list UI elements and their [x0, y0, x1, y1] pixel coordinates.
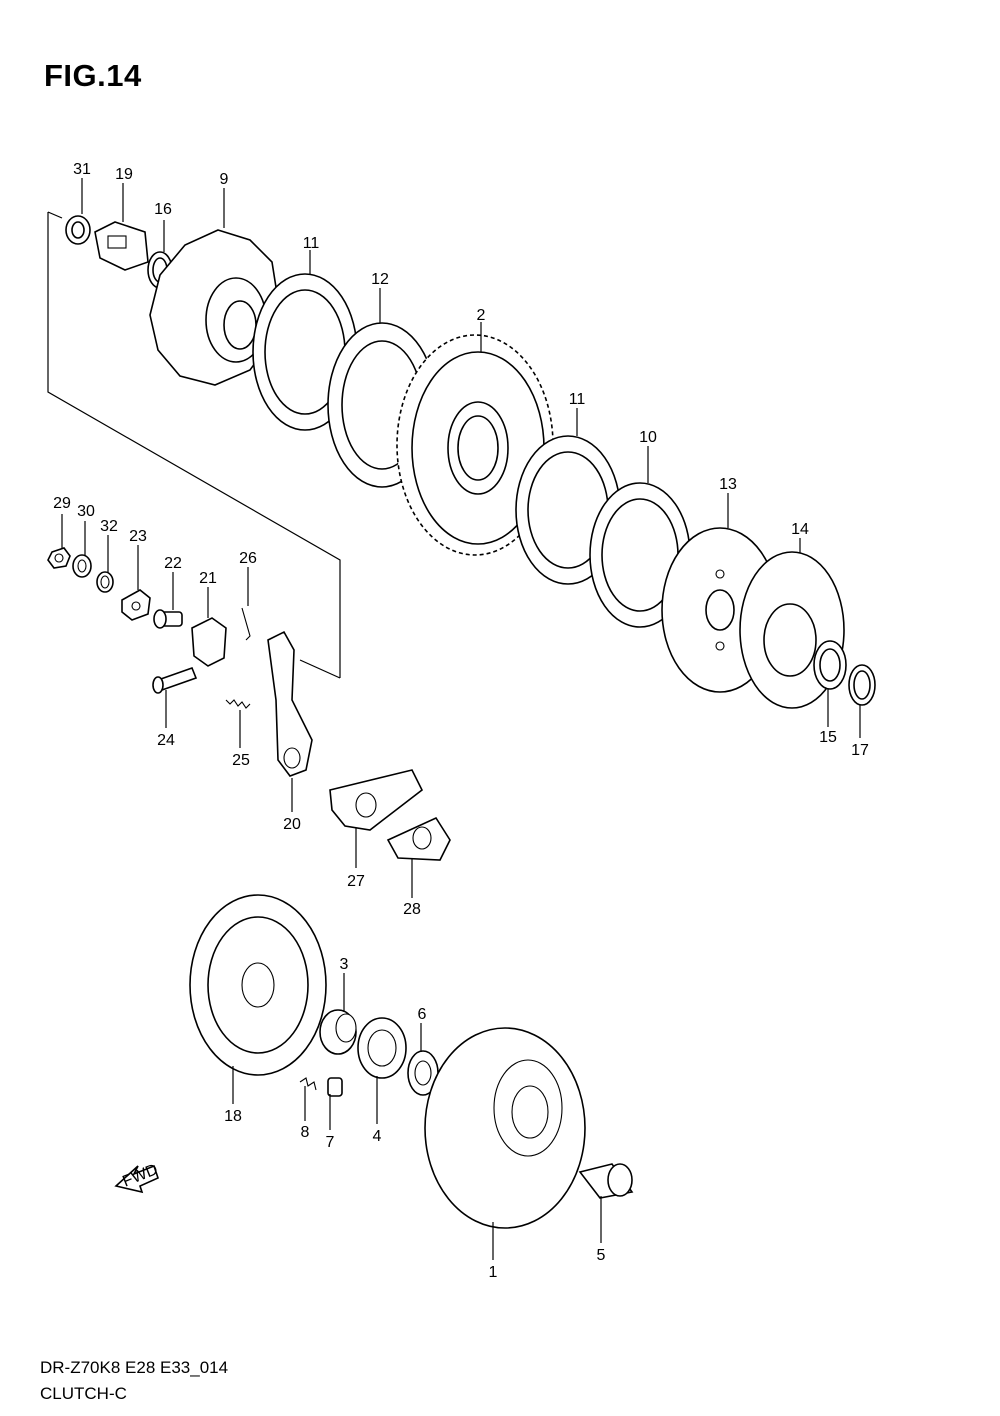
callout-7: 7	[326, 1134, 335, 1151]
part-1-clutch-housing	[424, 1027, 586, 1229]
part-17-circlip	[848, 664, 876, 706]
callout-labels: 31 19 9 16 11 12 2 11 10 13 14 15 17 29 …	[53, 161, 869, 1281]
part-27-cam-plate	[329, 769, 424, 831]
part-7-roller	[327, 1077, 343, 1097]
part-22-bolt	[153, 609, 183, 629]
part-18-clutch-shoe-assembly	[189, 894, 327, 1076]
callout-12: 12	[371, 271, 389, 288]
callout-5: 5	[597, 1247, 606, 1264]
diagram-code: DR-Z70K8 E28 E33_014	[40, 1358, 229, 1377]
callout-6: 6	[418, 1006, 427, 1023]
part-31-bearing	[65, 215, 91, 245]
callout-30: 30	[77, 503, 95, 520]
part-23-bracket	[121, 589, 151, 621]
callout-4: 4	[373, 1128, 382, 1145]
callout-2: 2	[477, 307, 486, 324]
leader-lines	[61, 178, 861, 1260]
callout-24: 24	[157, 732, 175, 749]
part-24-pin	[152, 666, 198, 694]
callout-28: 28	[403, 901, 421, 918]
callout-25: 25	[232, 752, 250, 769]
callout-10: 10	[639, 429, 657, 446]
callout-11-b: 11	[569, 391, 586, 408]
part-26-cotter-pin	[241, 607, 251, 641]
callout-13: 13	[719, 476, 737, 493]
part-30-washer	[72, 554, 92, 578]
callout-26: 26	[239, 550, 257, 567]
callout-20: 20	[283, 816, 301, 833]
callout-11-a: 11	[303, 235, 320, 252]
callout-8: 8	[301, 1124, 310, 1141]
callout-23: 23	[129, 528, 147, 545]
callout-3: 3	[340, 956, 349, 973]
callout-27: 27	[347, 873, 365, 890]
callout-18: 18	[224, 1108, 242, 1125]
callout-19: 19	[115, 166, 133, 183]
callout-21: 21	[199, 570, 217, 587]
part-20-lever	[267, 630, 313, 777]
fwd-arrow-icon: FWD	[114, 1161, 160, 1194]
part-15-ring	[813, 640, 847, 690]
callout-14: 14	[791, 521, 809, 538]
callout-31: 31	[73, 161, 91, 178]
part-19-hub	[94, 221, 149, 271]
part-5-bushing	[578, 1163, 634, 1199]
part-32-washer	[96, 571, 114, 593]
callout-16: 16	[154, 201, 172, 218]
part-6-washer	[407, 1050, 439, 1096]
callout-9: 9	[220, 171, 229, 188]
callout-22: 22	[164, 555, 182, 572]
callout-15: 15	[819, 729, 837, 746]
callout-32: 32	[100, 518, 118, 535]
part-11-plate-b	[515, 435, 621, 585]
diagram-name: CLUTCH-C	[40, 1384, 127, 1403]
part-8-spring	[299, 1077, 317, 1091]
callout-17: 17	[851, 742, 869, 759]
part-3-sleeve	[319, 1009, 357, 1055]
figure-title: FIG.14	[44, 58, 142, 93]
part-28-plate	[386, 816, 451, 861]
part-4-one-way-clutch	[357, 1017, 407, 1079]
callout-1: 1	[489, 1264, 498, 1281]
part-25-spring	[225, 699, 251, 709]
part-21-joint	[191, 617, 227, 667]
part-29-nut	[47, 547, 71, 569]
callout-29: 29	[53, 495, 71, 512]
group-bracket	[47, 211, 341, 679]
